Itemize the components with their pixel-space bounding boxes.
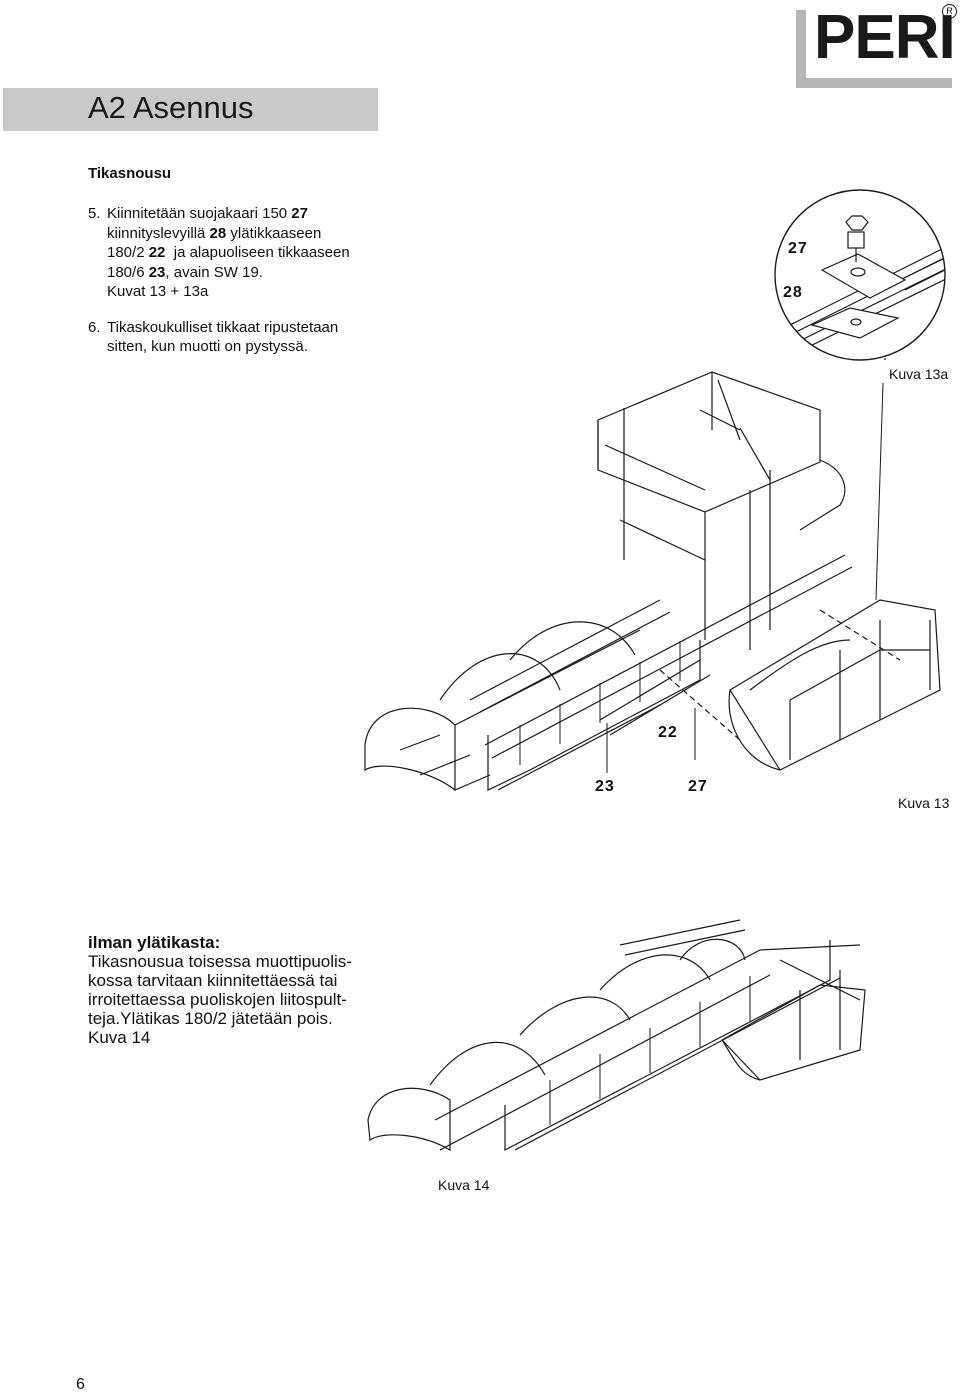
figure-14 <box>367 919 866 1152</box>
leader-line <box>875 382 884 601</box>
peri-logo-text: PERI <box>814 3 956 72</box>
part-ref: 27 <box>291 205 308 222</box>
section-title: A2 Asennus <box>88 90 254 125</box>
note-line: irroitettaessa puoliskojen liitospult- <box>88 990 347 1009</box>
section-header-bar <box>3 88 378 131</box>
caption-kuva-13: Kuva 13 <box>898 795 950 811</box>
part-label-23: 23 <box>595 778 615 795</box>
caption-kuva-14: Kuva 14 <box>438 1177 490 1193</box>
step-number: 5. <box>88 205 101 222</box>
peri-logo: PERI R <box>792 2 958 90</box>
figure-13 <box>364 371 941 792</box>
step-text: Tikaskoukulliset tikkaat ripustetaan <box>107 318 339 336</box>
note-line: kossa tarvitaan kiinnitettäessä tai <box>88 971 338 990</box>
step-line: 180/2 22 ja alapuoliseen tikkaaseen <box>107 244 350 261</box>
part-label-28-detail: 28 <box>783 284 803 301</box>
part-ref: 23 <box>148 263 166 281</box>
part-ref: 28 <box>209 224 227 242</box>
step-number: 6. <box>88 318 101 336</box>
registered-mark-letter: R <box>946 6 953 16</box>
part-label-22: 22 <box>658 724 678 741</box>
caption-kuva-13a: Kuva 13a <box>889 366 949 382</box>
subheading: Tikasnousu <box>88 165 172 182</box>
note-line: Tikasnousua toisessa muottipuolis- <box>88 952 352 971</box>
step-text: Kiinnitetään suojakaari 150 <box>107 205 292 222</box>
part-label-27-detail: 27 <box>788 240 808 257</box>
step-line: 180/6 23, avain SW 19. <box>107 263 263 281</box>
step-line: sitten, kun muotti on pystyssä. <box>107 338 308 355</box>
registered-mark: R <box>942 4 957 19</box>
instruction-steps: 5. Kiinnitetään suojakaari 150 27 kiinnit… <box>88 204 418 373</box>
step-6: 6. Tikaskoukulliset tikkaat ripustetaan s… <box>88 318 418 357</box>
part-ref: 22 <box>148 244 166 261</box>
page-number: 6 <box>76 1376 85 1393</box>
step-line: Kuvat 13 + 13a <box>107 283 209 300</box>
note-line: Kuva 14 <box>88 1028 151 1047</box>
detail-circle-13a <box>774 189 946 361</box>
peri-logo-frame <box>796 4 952 88</box>
step-line: kiinnityslevyillä 28 ylätikkaaseen <box>107 224 322 242</box>
step-5: 5. Kiinnitetään suojakaari 150 27 kiinnit… <box>88 204 418 302</box>
note-without-top-ladder: ilman ylätikasta: Tikasnousua toisessa m… <box>88 933 388 1047</box>
note-line: teja.Ylätikas 180/2 jätetään pois. <box>88 1009 333 1028</box>
note-heading: ilman ylätikasta: <box>88 933 221 952</box>
part-label-27: 27 <box>688 778 708 795</box>
